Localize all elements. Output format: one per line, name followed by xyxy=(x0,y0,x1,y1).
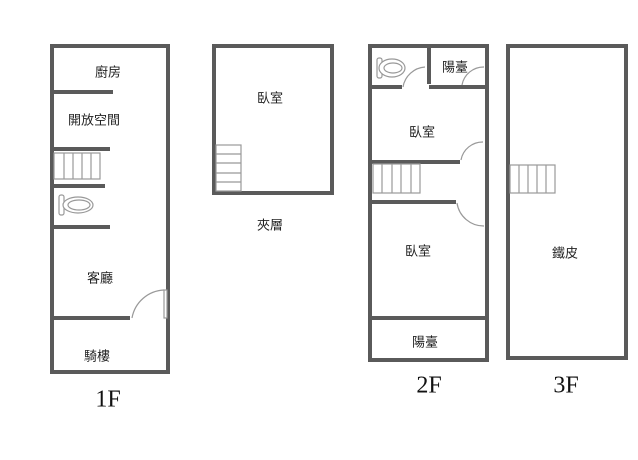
room-label-kitchen: 廚房 xyxy=(94,65,122,81)
door-icon xyxy=(402,66,485,227)
room-label-iron-sheet: 鐵皮 xyxy=(551,246,579,262)
mezzanine-walls xyxy=(212,44,334,195)
room-label-mezzanine-bedroom: 臥室 xyxy=(256,91,284,107)
room-label-arcade: 騎樓 xyxy=(83,349,111,365)
floor-label-2f: 2F xyxy=(416,372,442,399)
toilet-icon xyxy=(58,194,94,216)
stairs-mezzanine xyxy=(215,144,242,192)
floor-1f-walls xyxy=(50,44,170,374)
room-label-living-room: 客廳 xyxy=(86,271,114,287)
floor-label-mezzanine: 夾層 xyxy=(256,218,284,234)
floor-label-3f: 3F xyxy=(553,372,579,399)
floor-label-1f: 1F xyxy=(95,386,121,413)
room-label-open-space: 開放空間 xyxy=(67,113,121,129)
floor-2f-walls xyxy=(368,44,489,362)
room-label-bedroom-1: 臥室 xyxy=(408,125,436,141)
toilet-icon xyxy=(376,57,406,79)
room-label-bedroom-2: 臥室 xyxy=(404,244,432,260)
floor-3f-walls xyxy=(506,44,628,360)
room-label-rear-balcony: 陽臺 xyxy=(441,60,469,76)
stairs-2f xyxy=(372,163,421,194)
door-icon xyxy=(131,289,168,319)
room-label-front-balcony: 陽臺 xyxy=(411,335,439,351)
stairs-3f xyxy=(509,164,556,194)
stairs-1f xyxy=(53,152,101,180)
